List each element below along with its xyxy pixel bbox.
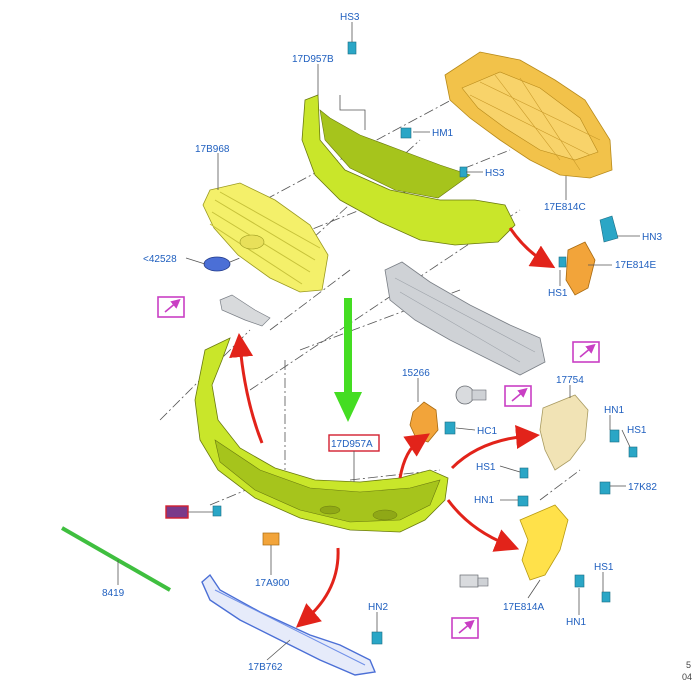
side-bracket-17754 [539, 394, 589, 471]
label-17d957b: 17D957B [292, 54, 334, 65]
label-17b762: 17B762 [248, 662, 283, 673]
reference-box-1[interactable] [157, 296, 185, 318]
label-17754: 17754 [556, 375, 584, 386]
label-hs3-top: HS3 [340, 12, 360, 23]
front-bumper-cover-17d957a [194, 337, 449, 533]
upper-bumper-cover-17d957b [301, 94, 516, 246]
label-hm1: HM1 [432, 128, 454, 139]
bracket-17e814e [565, 241, 596, 296]
label-hs1-right: HS1 [548, 288, 568, 299]
label-17e814a: 17E814A [503, 602, 544, 613]
label-17a900: 17A900 [255, 578, 290, 589]
label-hs1-b: HS1 [476, 462, 496, 473]
label-15266: 15266 [402, 368, 430, 379]
label-hn1-a: HN1 [604, 405, 624, 416]
label-hs3-right: HS3 [485, 168, 505, 179]
label-17d957a: 17D957A [331, 439, 373, 450]
reference-box-4[interactable] [451, 617, 479, 639]
label-17e814e: 17E814E [615, 260, 656, 271]
label-hn1-c: HN1 [566, 617, 586, 628]
corner-code-2: 04 [682, 672, 692, 682]
part-labels: HS3 17D957B HM1 HS3 17B968 17E814C HN3 1… [102, 12, 692, 682]
label-17b968: 17B968 [195, 144, 230, 155]
reference-box-2[interactable] [572, 341, 600, 363]
label-17e814c: 17E814C [544, 202, 586, 213]
sensor-bracket [459, 574, 489, 588]
bumper-carrier-17e814c [444, 51, 613, 179]
strip-8419 [61, 526, 171, 592]
corner-code-1: 5 [686, 660, 691, 670]
fog-lamp [455, 385, 487, 405]
green-direction-arrow [334, 298, 362, 422]
reference-box-3[interactable] [504, 385, 532, 407]
bracket-17e814a [519, 504, 569, 581]
fog-lamp-bezel-15266 [409, 401, 439, 443]
label-8419: 8419 [102, 588, 125, 599]
label-hn2: HN2 [368, 602, 388, 613]
bumper-beam [384, 261, 546, 376]
label-hs1-c: HS1 [594, 562, 614, 573]
label-42528: <42528 [143, 254, 177, 265]
label-hc1: HC1 [477, 426, 497, 437]
highlight-box-left [165, 505, 189, 519]
label-hn1-b: HN1 [474, 495, 494, 506]
grille-lower-bracket [219, 294, 271, 327]
grille-17b968 [202, 182, 329, 293]
fasteners [212, 41, 638, 645]
leader-lines [117, 22, 640, 661]
badge-42528 [203, 256, 231, 272]
absorber-17a900 [262, 532, 280, 546]
red-arrows [229, 227, 556, 628]
label-hs1-a: HS1 [627, 425, 647, 436]
bracket-hn3 [599, 215, 619, 243]
label-hn3: HN3 [642, 232, 662, 243]
deflector-17b762 [201, 573, 376, 676]
label-17k82: 17K82 [628, 482, 657, 493]
